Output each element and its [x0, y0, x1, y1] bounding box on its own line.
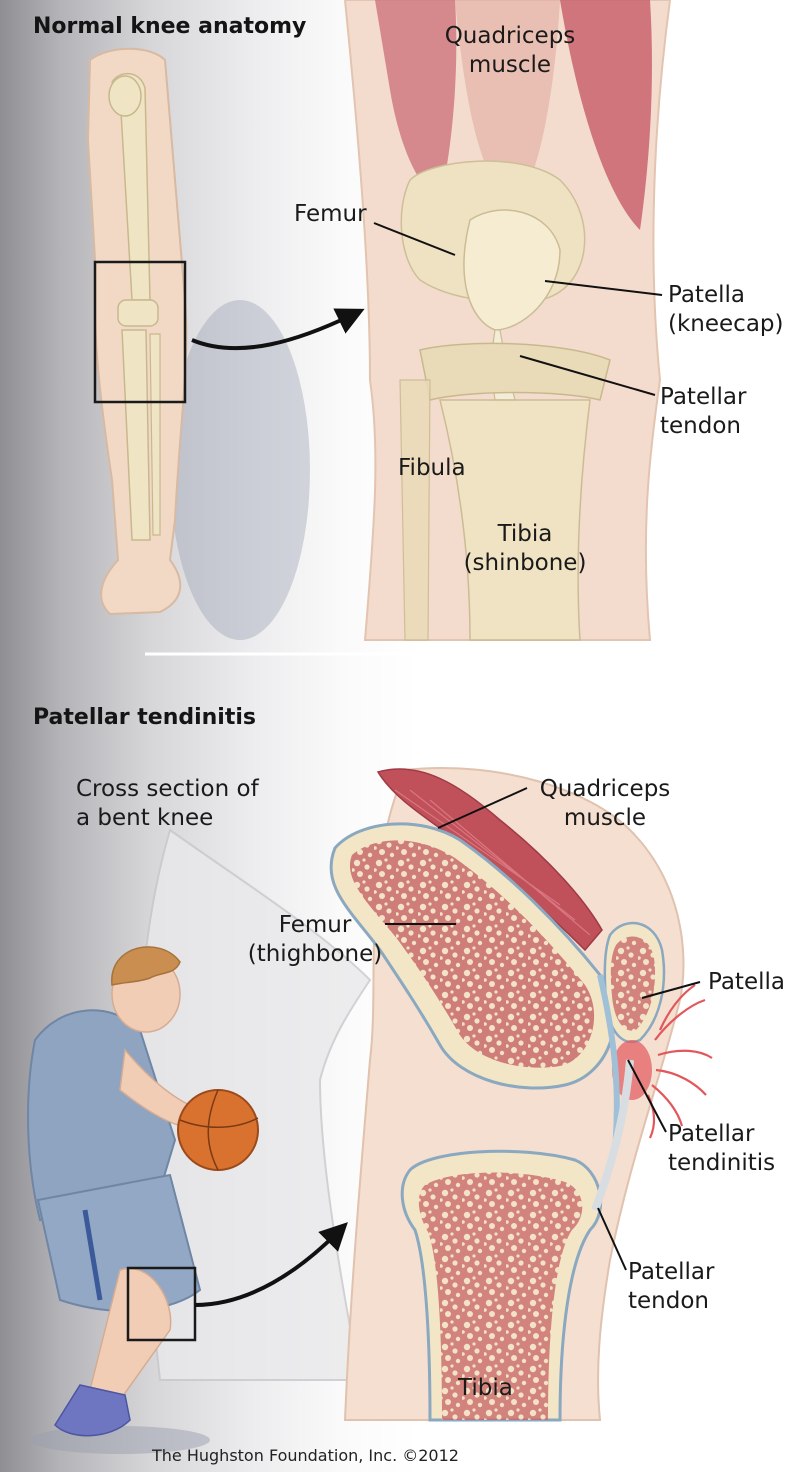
label-quadriceps-bottom: Quadriceps muscle: [525, 775, 685, 833]
label-fibula-top: Fibula: [398, 454, 466, 483]
caption-cross-section: Cross section of a bent knee: [76, 775, 259, 833]
label-femur-top: Femur: [294, 200, 367, 229]
label-patellar-tendon-bottom: Patellar tendon: [628, 1258, 714, 1316]
label-patellar-tendon-top: Patellar tendon: [660, 383, 746, 441]
label-femur-bottom: Femur (thighbone): [245, 911, 385, 969]
label-quadriceps-top: Quadriceps muscle: [430, 22, 590, 80]
knee-cross-section: [331, 768, 712, 1420]
label-patellar-tendinitis: Patellar tendinitis: [668, 1120, 775, 1178]
heading-normal-knee: Normal knee anatomy: [33, 14, 306, 39]
heading-patellar-tendinitis: Patellar tendinitis: [33, 705, 256, 730]
label-patella-top: Patella (kneecap): [668, 281, 783, 339]
label-tibia-bottom: Tibia: [458, 1374, 513, 1403]
label-tibia-top: Tibia (shinbone): [455, 520, 595, 578]
credit-line: The Hughston Foundation, Inc. ©2012: [152, 1446, 459, 1465]
label-patella-bottom: Patella: [708, 968, 785, 997]
